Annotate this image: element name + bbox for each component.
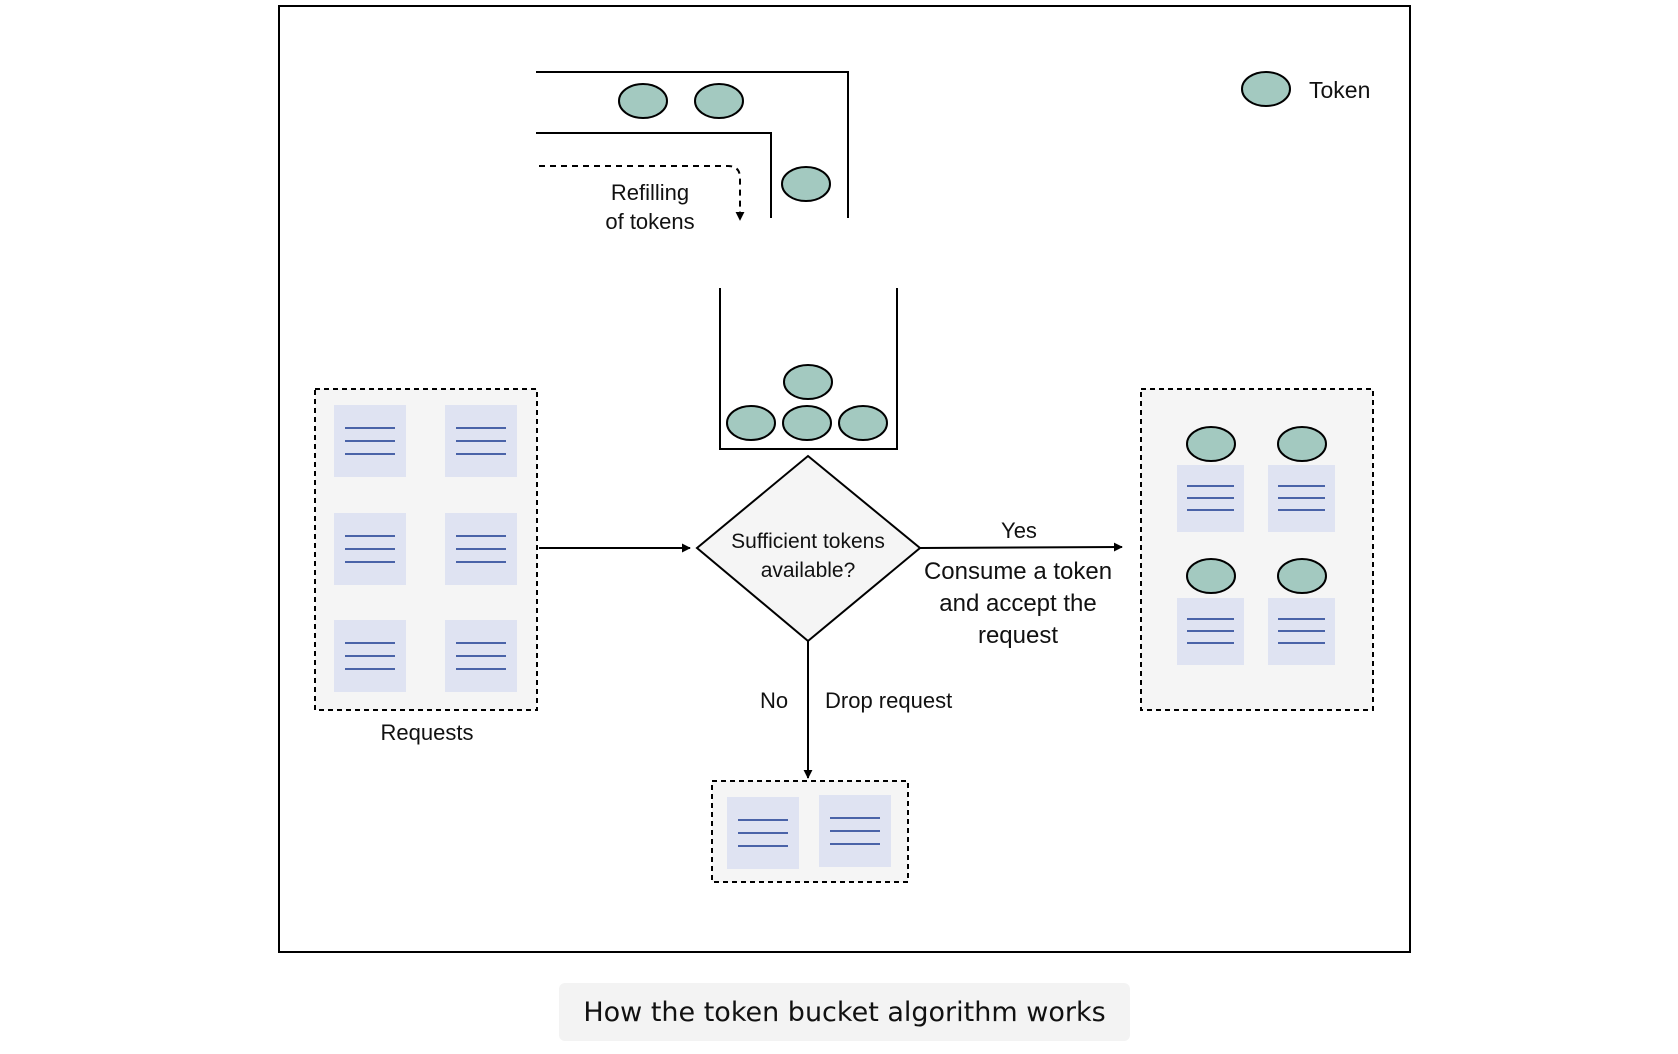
drop-label: Drop request	[825, 688, 952, 713]
bucket-token-icon	[783, 364, 833, 400]
pipe-token-icon	[618, 83, 668, 119]
request-document-icon	[444, 512, 518, 586]
refill-pipe	[536, 71, 849, 218]
pipe-token-icon	[694, 83, 744, 119]
accepted-document-icon	[1176, 464, 1245, 533]
bucket-token-icon	[782, 405, 832, 441]
legend-token-label: Token	[1309, 77, 1370, 103]
bucket-token-icon	[726, 405, 776, 441]
request-document-icon	[333, 619, 407, 693]
accepted-token-icon	[1277, 426, 1327, 462]
token-bucket	[719, 288, 898, 450]
dropped-document-icon	[818, 794, 892, 868]
diagram-frame	[278, 5, 1411, 953]
refill-arrow	[539, 165, 745, 221]
accept-label-line3: request	[978, 622, 1058, 649]
accepted-token-icon	[1186, 558, 1236, 594]
decision-label-line2: available?	[761, 559, 856, 582]
accepted-document-icon	[1176, 597, 1245, 666]
no-label: No	[760, 688, 788, 713]
refill-label-line1: Refilling	[611, 180, 689, 205]
accepted-document-icon	[1267, 464, 1336, 533]
request-document-icon	[333, 404, 407, 478]
accepted-group	[1140, 388, 1374, 711]
bucket-token-icon	[838, 405, 888, 441]
pipe-token-icon	[781, 166, 831, 202]
requests-label: Requests	[381, 720, 474, 745]
legend-token-icon	[1241, 71, 1291, 107]
accepted-token-icon	[1277, 558, 1327, 594]
request-document-icon	[444, 404, 518, 478]
yes-label: Yes	[1001, 518, 1037, 543]
accepted-token-icon	[1186, 426, 1236, 462]
accepted-document-icon	[1267, 597, 1336, 666]
refill-label-line2: of tokens	[605, 209, 694, 234]
accept-label-line1: Consume a token	[924, 558, 1112, 585]
request-document-icon	[333, 512, 407, 586]
accept-label-line2: and accept the	[939, 590, 1096, 617]
dropped-document-icon	[726, 796, 800, 870]
yes-arrow	[919, 542, 1123, 552]
diagram-caption: How the token bucket algorithm works	[559, 983, 1130, 1041]
request-document-icon	[444, 619, 518, 693]
decision-label-line1: Sufficient tokens	[731, 530, 885, 553]
